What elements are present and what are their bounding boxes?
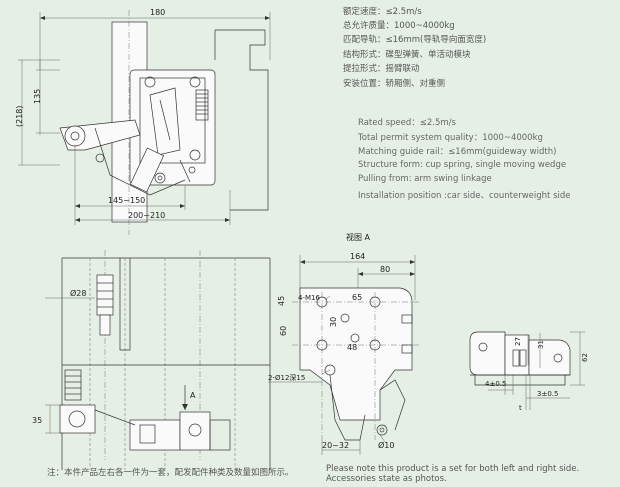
spring-top [96,274,114,336]
dim-30: 30 [329,317,338,327]
dim-48: 48 [347,343,357,352]
dim-4-m16: 4-M16 [298,294,320,302]
dim-80: 80 [380,265,390,274]
dim-145-150: 145~150 [108,196,145,205]
detail-view: 27 31 62 4±0.5 3±0.5 t [469,331,589,412]
dim-135: 135 [33,89,42,104]
spec-cn-rail: 匹配导轨：≤16mm(导轨导向面宽度) [343,35,487,45]
dim-65: 65 [352,293,362,302]
dim-35: 35 [32,416,42,425]
dim-d28: Ø28 [70,288,86,298]
spec-en-rail: Matching guide rail：≤16mm(guideway width… [358,147,557,157]
dim-t: t [519,404,522,412]
side-view: 180 135 (218) [15,8,271,235]
arrow-a-label: A [190,391,196,400]
view-a: 视图 A 164 80 4-M16 65 45 30 48 60 [268,232,420,455]
spec-cn-pulling: 提拉形式：摇臂联动 [343,64,420,74]
spec-cn-speed: 额定速度：≤2.5m/s [343,7,422,17]
spec-cn-install: 安装位置：轿厢侧、对重侧 [343,79,446,89]
note-cn: 注：本件产品左右各一件为一套，配发配件种类及数量如图所示。 [47,468,294,478]
spec-cn-quality: 总允许质量：1000~4000kg [343,21,455,31]
view-a-label: 视图 A [346,232,371,242]
spring [195,89,209,121]
dim-180: 180 [150,8,165,17]
dim-200-210: 200~210 [128,211,165,220]
dim-d10: Ø10 [378,440,394,450]
dim-218: (218) [15,105,24,127]
dim-4-05: 4±0.5 [485,380,506,388]
dim-60: 60 [279,326,288,336]
dim-164: 164 [350,252,365,261]
spec-cn-structure: 结构形式：碟型弹簧、单活动模块 [343,50,471,60]
dim-2-d12: 2-Ø12深15 [268,373,305,382]
dim-45: 45 [277,296,286,306]
dim-20-32: 20~32 [322,441,349,450]
dim-3-05: 3±0.5 [537,390,558,398]
spec-en-quality: Total permit system quality：1000~4000kg [358,133,543,143]
spec-en-structure: Structure form: cup spring, single movin… [358,160,567,170]
spring-left [64,369,82,401]
spec-en-pulling: Pulling from: arm swing linkage [358,174,492,184]
spec-en-speed: Rated speed：≤2.5m/s [358,118,456,128]
spec-en-install: Installation position :car side、counterw… [358,191,571,201]
dim-31: 31 [537,340,545,349]
dim-27: 27 [514,337,522,346]
note-en: Please note this product is a set for bo… [326,464,580,484]
dim-62: 62 [581,353,589,362]
front-view: Ø28 35 [32,250,271,470]
